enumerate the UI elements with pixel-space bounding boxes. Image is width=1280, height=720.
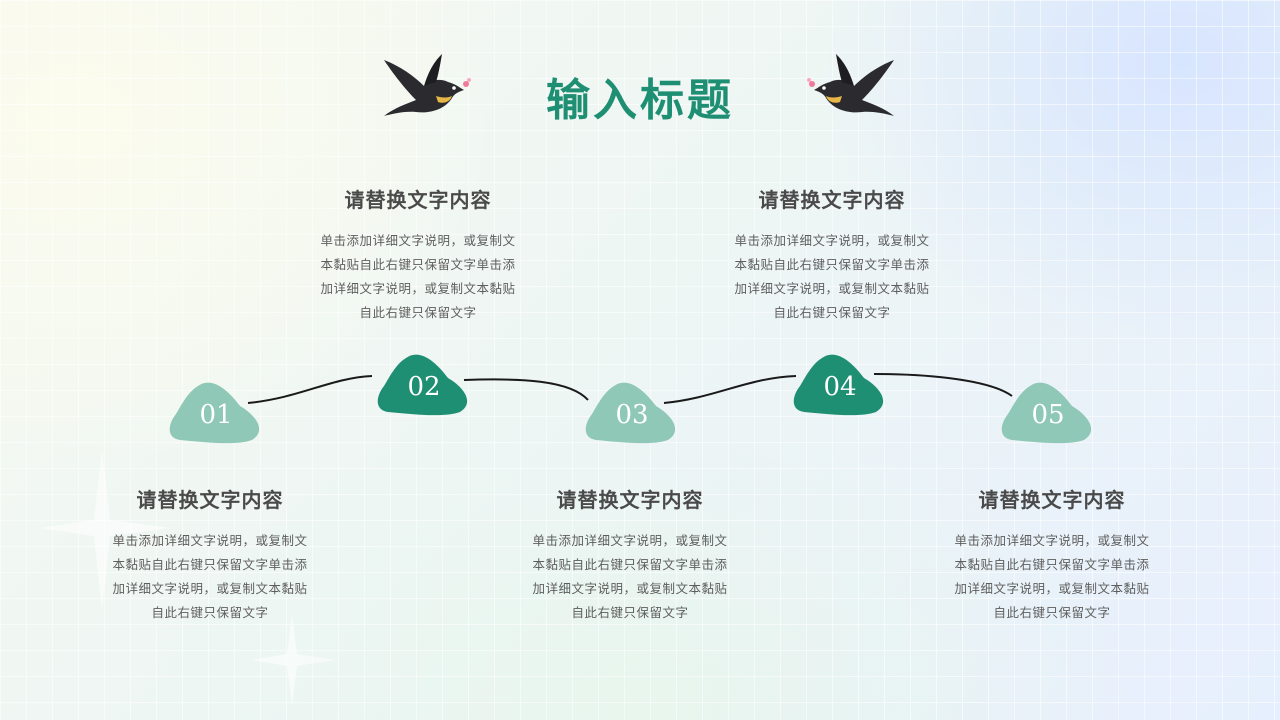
desc-line: 单击添加详细文字说明，或复制文 bbox=[734, 233, 930, 248]
step-marker-05: 05 bbox=[1000, 380, 1096, 444]
step-number: 01 bbox=[199, 400, 233, 430]
sparkle-icon bbox=[252, 614, 336, 706]
step-marker-04: 04 bbox=[792, 352, 888, 416]
desc-line: 加详细文字说明，或复制文本黏贴 bbox=[112, 581, 308, 596]
desc-line: 单击添加详细文字说明，或复制文 bbox=[954, 533, 1150, 548]
card-title: 请替换文字内容 bbox=[556, 488, 704, 512]
step-marker-02: 02 bbox=[376, 352, 472, 416]
desc-line: 单击添加详细文字说明，或复制文 bbox=[532, 533, 728, 548]
desc-line: 加详细文字说明，或复制文本黏贴 bbox=[734, 281, 930, 296]
desc-line: 本黏贴自此右键只保留文字单击添 bbox=[734, 257, 930, 272]
step-card-04: 请替换文字内容 单击添加详细文字说明，或复制文 本黏贴自此右键只保留文字单击添 … bbox=[722, 184, 942, 325]
card-description: 单击添加详细文字说明，或复制文 本黏贴自此右键只保留文字单击添 加详细文字说明，… bbox=[722, 229, 942, 325]
card-title: 请替换文字内容 bbox=[758, 188, 906, 212]
step-card-05: 请替换文字内容 单击添加详细文字说明，或复制文 本黏贴自此右键只保留文字单击添 … bbox=[942, 484, 1162, 625]
desc-line: 本黏贴自此右键只保留文字单击添 bbox=[954, 557, 1150, 572]
desc-line: 本黏贴自此右键只保留文字单击添 bbox=[320, 257, 516, 272]
page-title: 输入标题 bbox=[546, 75, 734, 126]
desc-line: 自此右键只保留文字 bbox=[773, 305, 891, 320]
step-card-03: 请替换文字内容 单击添加详细文字说明，或复制文 本黏贴自此右键只保留文字单击添 … bbox=[520, 484, 740, 625]
card-description: 单击添加详细文字说明，或复制文 本黏贴自此右键只保留文字单击添 加详细文字说明，… bbox=[520, 529, 740, 625]
card-title: 请替换文字内容 bbox=[978, 488, 1126, 512]
step-number: 04 bbox=[823, 372, 857, 402]
step-marker-01: 01 bbox=[168, 380, 264, 444]
card-title: 请替换文字内容 bbox=[136, 488, 284, 512]
desc-line: 自此右键只保留文字 bbox=[571, 605, 689, 620]
desc-line: 自此右键只保留文字 bbox=[993, 605, 1111, 620]
desc-line: 加详细文字说明，或复制文本黏贴 bbox=[532, 581, 728, 596]
swallow-bird-icon bbox=[807, 54, 894, 116]
step-number: 02 bbox=[407, 372, 441, 402]
sparkle-icon bbox=[40, 450, 170, 610]
desc-line: 本黏贴自此右键只保留文字单击添 bbox=[112, 557, 308, 572]
desc-line: 加详细文字说明，或复制文本黏贴 bbox=[320, 281, 516, 296]
card-description: 单击添加详细文字说明，或复制文 本黏贴自此右键只保留文字单击添 加详细文字说明，… bbox=[308, 229, 528, 325]
step-marker-03: 03 bbox=[584, 380, 680, 444]
step-card-02: 请替换文字内容 单击添加详细文字说明，或复制文 本黏贴自此右键只保留文字单击添 … bbox=[308, 184, 528, 325]
card-title: 请替换文字内容 bbox=[344, 188, 492, 212]
desc-line: 自此右键只保留文字 bbox=[359, 305, 477, 320]
step-card-01: 请替换文字内容 单击添加详细文字说明，或复制文 本黏贴自此右键只保留文字单击添 … bbox=[100, 484, 320, 625]
swallow-bird-icon bbox=[384, 54, 471, 116]
desc-line: 单击添加详细文字说明，或复制文 bbox=[112, 533, 308, 548]
desc-line: 自此右键只保留文字 bbox=[151, 605, 269, 620]
desc-line: 加详细文字说明，或复制文本黏贴 bbox=[954, 581, 1150, 596]
card-description: 单击添加详细文字说明，或复制文 本黏贴自此右键只保留文字单击添 加详细文字说明，… bbox=[100, 529, 320, 625]
step-number: 05 bbox=[1031, 400, 1065, 430]
step-number: 03 bbox=[615, 400, 649, 430]
desc-line: 单击添加详细文字说明，或复制文 bbox=[320, 233, 516, 248]
desc-line: 本黏贴自此右键只保留文字单击添 bbox=[532, 557, 728, 572]
card-description: 单击添加详细文字说明，或复制文 本黏贴自此右键只保留文字单击添 加详细文字说明，… bbox=[942, 529, 1162, 625]
